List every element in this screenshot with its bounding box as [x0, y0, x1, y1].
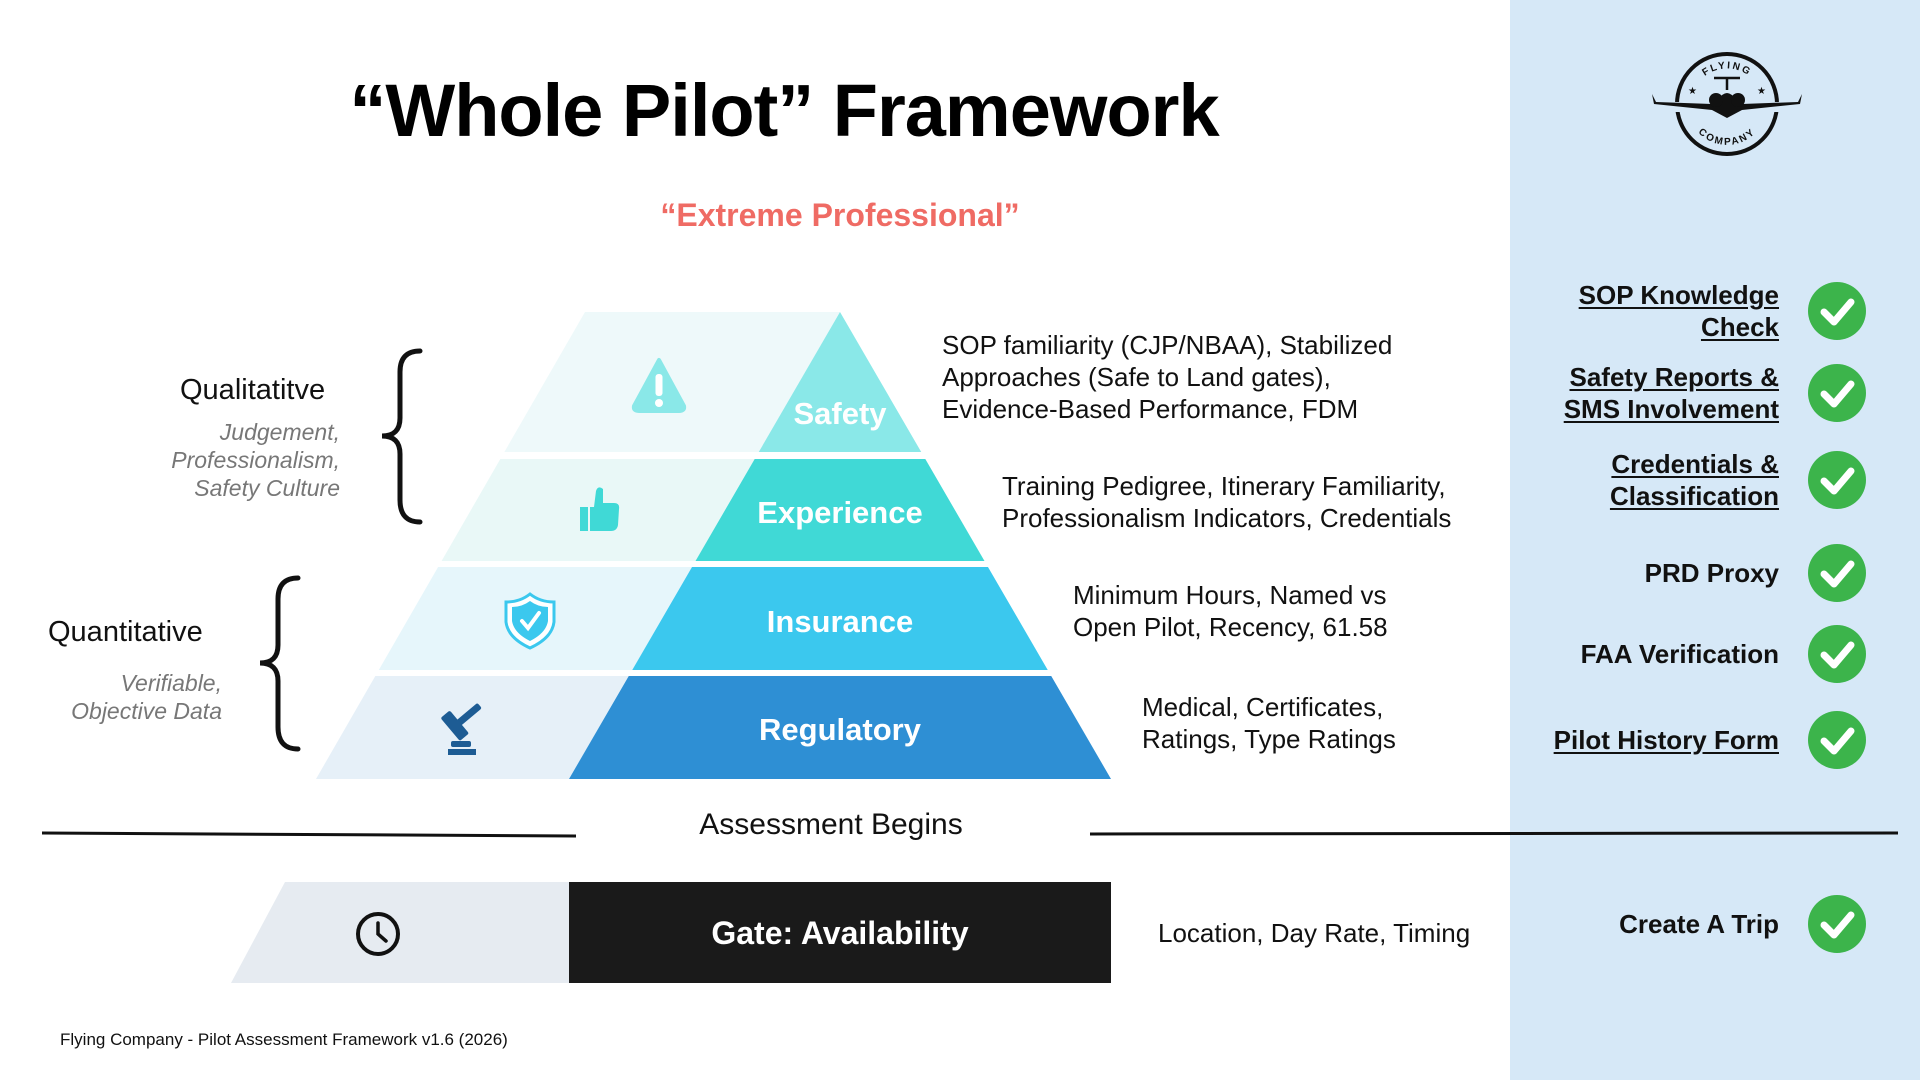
quantitative-brace — [259, 575, 301, 752]
check-icon — [1808, 282, 1866, 340]
check-icon — [1808, 711, 1866, 769]
apex-label: “Extreme Professional” — [660, 197, 1020, 233]
footer-text: Flying Company - Pilot Assessment Framew… — [60, 1030, 508, 1049]
page-title: “Whole Pilot” Framework — [349, 69, 1219, 152]
checklist-link[interactable]: Check — [1700, 312, 1779, 342]
insurance-tier-label: Insurance — [766, 604, 914, 639]
gate-label: Gate: Availability — [711, 915, 969, 951]
assessment-begins-label: Assessment Begins — [699, 808, 963, 841]
checklist-item: Create A Trip — [1619, 908, 1779, 940]
divider-left — [41, 831, 577, 838]
checklist-item[interactable]: Pilot History Form — [1554, 724, 1779, 756]
check-icon — [1808, 625, 1866, 683]
checklist-link[interactable]: SMS Involvement — [1563, 394, 1779, 424]
qualitative-subtitle: Judgement, Professionalism, Safety Cultu… — [171, 418, 340, 502]
check-icon — [1808, 544, 1866, 602]
regulatory-tier-label: Regulatory — [759, 712, 921, 747]
gavel-icon — [441, 703, 482, 755]
checklist-item[interactable]: Safety Reports &SMS Involvement — [1564, 361, 1779, 425]
experience-description: Training Pedigree, Itinerary Familiarity… — [1002, 470, 1451, 534]
check-icon — [1808, 451, 1866, 509]
insurance-description: Minimum Hours, Named vs Open Pilot, Rece… — [1073, 579, 1388, 643]
description-line: Evidence-Based Performance, FDM — [942, 394, 1359, 424]
svg-text:★: ★ — [1688, 86, 1697, 97]
checklist-label: PRD Proxy — [1644, 558, 1779, 588]
checklist-link[interactable]: Credentials & — [1611, 449, 1779, 479]
clock-icon — [356, 912, 400, 956]
gate-tint — [231, 882, 569, 983]
checklist-label: Create A Trip — [1619, 909, 1779, 939]
svg-text:FLYING: FLYING — [1700, 60, 1753, 78]
checklist-link[interactable]: Pilot History Form — [1553, 725, 1779, 755]
regulatory-tier-tint — [316, 676, 629, 779]
svg-text:★: ★ — [1757, 86, 1766, 97]
checklist-link[interactable]: Safety Reports & — [1569, 362, 1780, 392]
experience-tier — [695, 459, 985, 561]
checklist-item[interactable]: Credentials &Classification — [1610, 448, 1779, 512]
safety-tier-label: Safety — [793, 396, 887, 431]
gate-bar — [569, 882, 1111, 983]
check-icon — [1808, 364, 1866, 422]
regulatory-tier — [569, 676, 1111, 779]
checklist-link[interactable]: SOP Knowledge — [1578, 280, 1779, 310]
description-line: Open Pilot, Recency, 61.58 — [1073, 612, 1388, 642]
description-line: Professionalism Indicators, Credentials — [1002, 503, 1452, 533]
checklist-item: PRD Proxy — [1645, 557, 1779, 589]
description-line: Minimum Hours, Named vs — [1073, 580, 1387, 610]
quantitative-subtitle: Verifiable, Objective Data — [71, 669, 222, 725]
subtitle-line: Professionalism, — [171, 447, 340, 473]
thumbs-up-icon — [580, 487, 620, 531]
qualitative-title: Qualitatitve — [180, 374, 326, 406]
subtitle-line: Judgement, — [219, 419, 340, 445]
description-line: Ratings, Type Ratings — [1142, 724, 1396, 754]
shield-check-icon — [504, 592, 556, 650]
qualitative-brace — [381, 348, 423, 525]
gate-description: Location, Day Rate, Timing — [1158, 918, 1471, 948]
description-line: SOP familiarity (CJP/NBAA), Stabilized — [942, 330, 1393, 360]
subtitle-line: Objective Data — [71, 698, 222, 724]
checklist-item: FAA Verification — [1581, 638, 1779, 670]
regulatory-description: Medical, Certificates, Ratings, Type Rat… — [1142, 691, 1396, 755]
description-line: Approaches (Safe to Land gates), — [942, 362, 1331, 392]
check-icon — [1808, 895, 1866, 953]
flying-company-logo: ★ ★ FLYING COMPANY — [1652, 52, 1802, 156]
checklist-label: FAA Verification — [1580, 639, 1779, 669]
description-line: Medical, Certificates, — [1142, 692, 1384, 722]
checklist-link[interactable]: Classification — [1609, 481, 1779, 511]
logo-text-bottom: COMPANY — [1696, 126, 1756, 148]
description-line: Training Pedigree, Itinerary Familiarity… — [1002, 471, 1446, 501]
experience-tier-label: Experience — [757, 495, 923, 530]
quantitative-title: Quantitative — [48, 616, 203, 648]
safety-tier — [758, 312, 922, 452]
logo-text-top: FLYING — [1700, 60, 1751, 78]
divider-right — [1089, 831, 1899, 836]
warning-icon — [631, 358, 687, 413]
safety-description: SOP familiarity (CJP/NBAA), Stabilized A… — [942, 329, 1392, 425]
insurance-tier — [632, 567, 1048, 670]
subtitle-line: Safety Culture — [194, 475, 340, 501]
subtitle-line: Verifiable, — [120, 670, 222, 696]
svg-text:COMPANY: COMPANY — [1696, 126, 1758, 148]
